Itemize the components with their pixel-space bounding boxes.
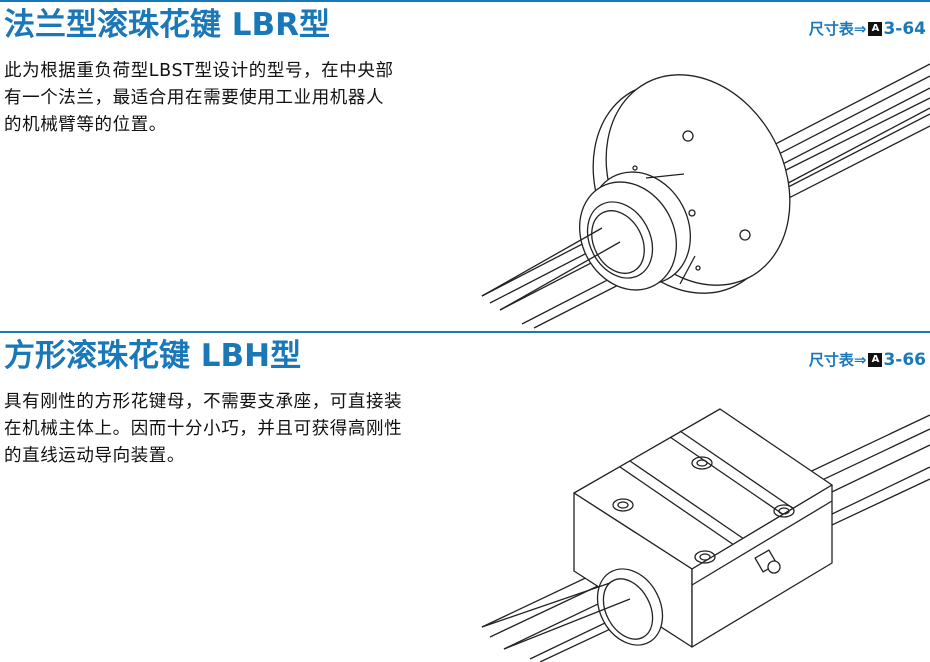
section-divider: [0, 0, 930, 2]
ref-prefix: 尺寸表⇒: [808, 351, 867, 369]
section-lbh: 方形滚珠花键 LBH型 尺寸表⇒ A 3-66 具有刚性的方形花键母，不需要支承…: [0, 331, 930, 662]
section-description: 具有刚性的方形花键母，不需要支承座，可直接装 在机械主体上。因而十分小巧，并且可…: [4, 392, 403, 466]
section-lbr: 法兰型滚珠花键 LBR型 尺寸表⇒ A 3-64 此为根据重负荷型LBST型设计…: [0, 0, 930, 330]
section-title: 方形滚珠花键 LBH型: [4, 338, 302, 374]
section-divider: [0, 331, 930, 333]
ref-prefix: 尺寸表⇒: [808, 20, 867, 38]
ref-page: 3-66: [883, 349, 926, 370]
dimension-table-link[interactable]: 尺寸表⇒ A 3-66: [809, 349, 926, 370]
square-ball-spline-illustration: [481, 408, 930, 662]
section-description: 此为根据重负荷型LBST型设计的型号，在中央部 有一个法兰，最适合用在需要使用工…: [4, 61, 394, 135]
ref-badge: A: [868, 352, 883, 367]
ref-page: 3-64: [883, 18, 926, 39]
dimension-table-link[interactable]: 尺寸表⇒ A 3-64: [809, 18, 926, 39]
ref-badge: A: [868, 21, 883, 36]
section-title: 法兰型滚珠花键 LBR型: [4, 7, 331, 43]
flange-ball-spline-illustration: [481, 63, 930, 329]
